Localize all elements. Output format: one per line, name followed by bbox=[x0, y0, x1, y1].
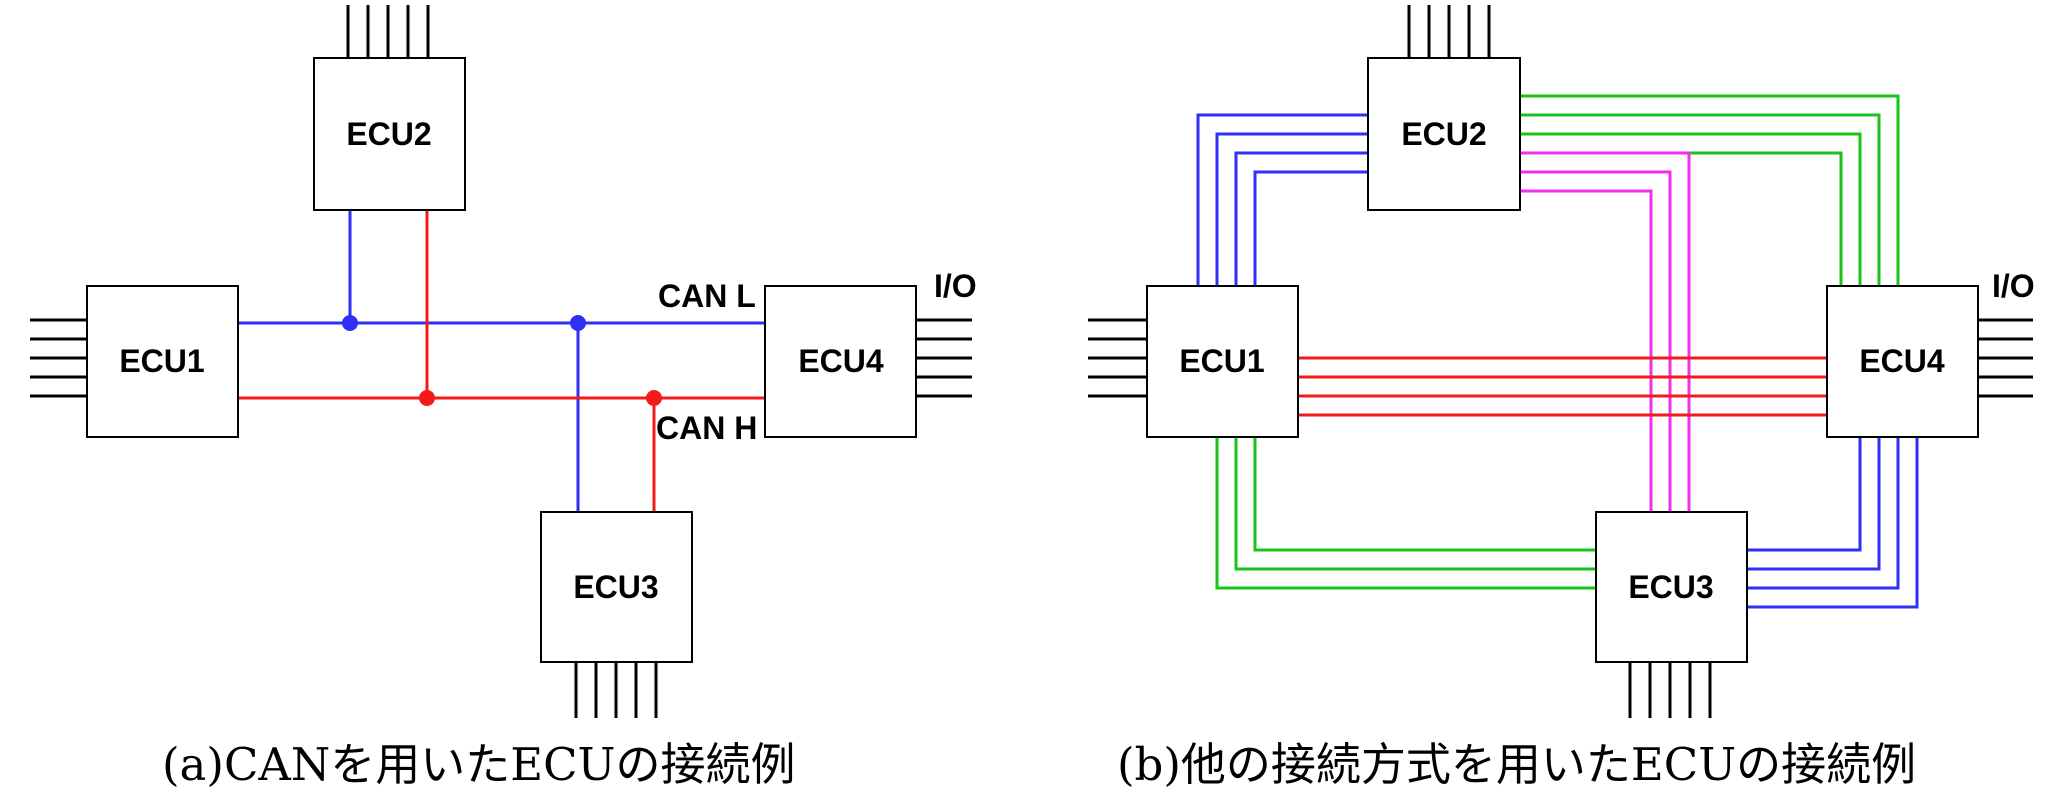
can-l-bus bbox=[238, 210, 765, 512]
ecu4-box-a: ECU4 bbox=[764, 285, 917, 438]
wire bbox=[1196, 113, 1368, 286]
ecu2-box-a: ECU2 bbox=[313, 57, 466, 211]
bundle-ecu1-ecu2-blue bbox=[1196, 113, 1368, 286]
can-l-junction-dot bbox=[570, 315, 586, 331]
ecu4-label: ECU4 bbox=[1859, 343, 1945, 379]
wire bbox=[1215, 132, 1368, 286]
io-label: I/O bbox=[1992, 268, 2035, 304]
ecu3-box-b: ECU3 bbox=[1595, 511, 1748, 663]
wire bbox=[1520, 113, 1881, 286]
ecu3-label: ECU3 bbox=[1628, 569, 1713, 605]
ecu1-label: ECU1 bbox=[119, 343, 204, 379]
io-pins-ecu3-b bbox=[1628, 662, 1712, 718]
ecu4-box-b: ECU4 bbox=[1826, 285, 1979, 438]
wire bbox=[1215, 437, 1596, 590]
wire bbox=[1520, 132, 1862, 286]
ecu3-label: ECU3 bbox=[573, 569, 658, 605]
wire bbox=[1253, 437, 1596, 552]
wire bbox=[1747, 437, 1919, 609]
can-l-label: CAN L bbox=[658, 278, 756, 314]
io-pins-ecu2-a bbox=[346, 5, 430, 58]
bundle-ecu3-ecu4-blue bbox=[1747, 437, 1919, 609]
can-h-junction-dot bbox=[646, 390, 662, 406]
wire bbox=[1747, 437, 1900, 590]
bundle-ecu2-ecu3-magenta bbox=[1520, 151, 1691, 512]
io-pins-ecu3-a bbox=[574, 662, 658, 718]
wire bbox=[1520, 94, 1900, 286]
ecu2-label: ECU2 bbox=[346, 116, 431, 152]
ecu1-label: ECU1 bbox=[1179, 343, 1264, 379]
io-label: I/O bbox=[934, 268, 977, 304]
diagram-b: ECU1 ECU2 ECU3 ECU4 I/O (b)他の接続方式を用いたECU… bbox=[1088, 5, 2035, 791]
ecu3-box-a: ECU3 bbox=[540, 511, 693, 663]
bundle-ecu1-ecu4-red bbox=[1298, 356, 1827, 417]
wire bbox=[1234, 151, 1368, 286]
bundle-ecu2-ecu4-green bbox=[1520, 94, 1900, 286]
wire bbox=[1520, 170, 1672, 512]
io-pins-ecu2-b bbox=[1407, 5, 1491, 58]
wire bbox=[1747, 437, 1881, 571]
io-pins-ecu4-a bbox=[914, 318, 972, 398]
wire bbox=[1234, 437, 1596, 571]
wire bbox=[1747, 437, 1862, 552]
bundle-ecu1-ecu3-green bbox=[1215, 437, 1596, 590]
can-l-junction-dot bbox=[342, 315, 358, 331]
ecu1-box-a: ECU1 bbox=[86, 285, 239, 438]
diagram-a: ECU1 ECU2 ECU3 ECU4 CAN L CAN H I/O (a)C… bbox=[30, 5, 977, 791]
wire bbox=[1253, 170, 1368, 286]
diagram-a-caption: (a)CANを用いたECUの接続例 bbox=[162, 738, 795, 791]
wire bbox=[1520, 189, 1653, 512]
can-h-junction-dot bbox=[419, 390, 435, 406]
io-pins-ecu1-b bbox=[1088, 318, 1147, 398]
ecu4-label: ECU4 bbox=[798, 343, 884, 379]
can-h-bus bbox=[238, 210, 765, 512]
io-pins-ecu4-b bbox=[1977, 318, 2033, 398]
ecu2-box-b: ECU2 bbox=[1367, 57, 1521, 211]
ecu1-box-b: ECU1 bbox=[1146, 285, 1299, 438]
ecu2-label: ECU2 bbox=[1401, 116, 1486, 152]
can-h-label: CAN H bbox=[656, 410, 757, 446]
diagram-b-caption: (b)他の接続方式を用いたECUの接続例 bbox=[1117, 738, 1916, 791]
io-pins-ecu1-a bbox=[30, 318, 87, 398]
wire bbox=[1520, 151, 1691, 512]
